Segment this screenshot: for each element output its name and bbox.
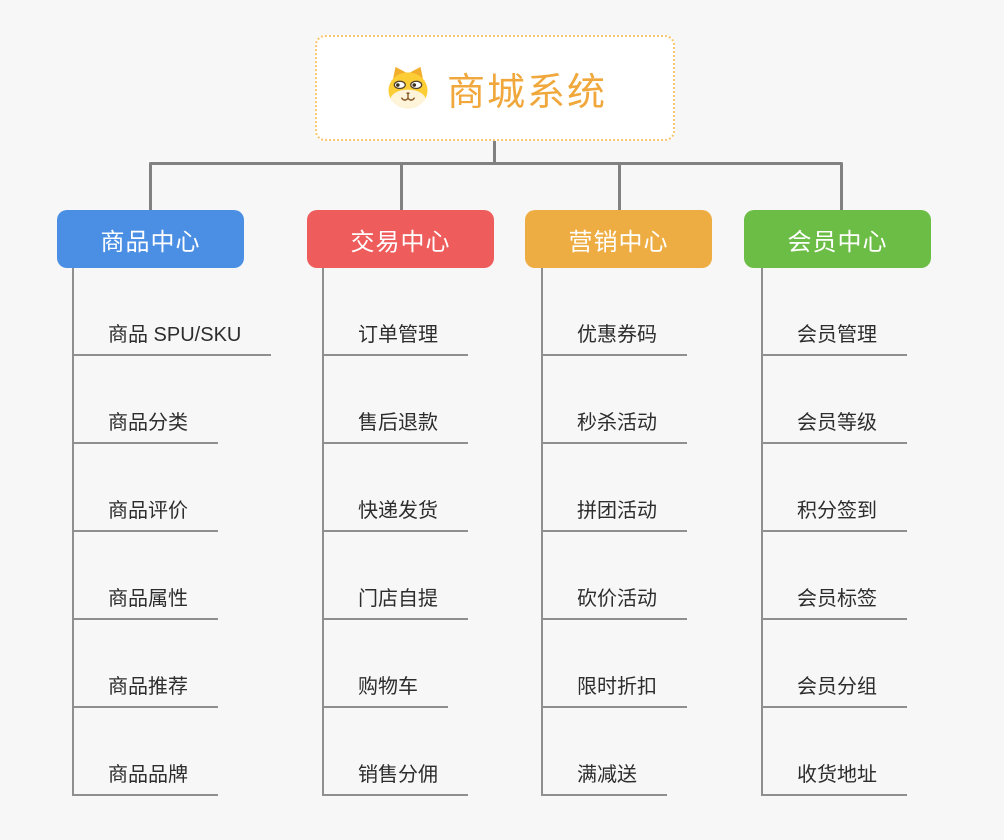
node-member-address[interactable]: 收货地址 bbox=[763, 708, 907, 796]
branch-trade-items: 订单管理 售后退款 快递发货 门店自提 购物车 销售分佣 bbox=[322, 268, 468, 796]
node-product-spu-sku[interactable]: 商品 SPU/SKU bbox=[74, 268, 272, 356]
node-trade-pickup[interactable]: 门店自提 bbox=[324, 532, 468, 620]
node-marketing-group[interactable]: 拼团活动 bbox=[543, 444, 687, 532]
node-product-category[interactable]: 商品分类 bbox=[74, 356, 218, 444]
node-member-tags[interactable]: 会员标签 bbox=[763, 532, 907, 620]
node-product-review[interactable]: 商品评价 bbox=[74, 444, 218, 532]
node-marketing-bargain[interactable]: 砍价活动 bbox=[543, 532, 687, 620]
node-member-groups[interactable]: 会员分组 bbox=[763, 620, 907, 708]
node-member-level[interactable]: 会员等级 bbox=[763, 356, 907, 444]
node-trade-shipping[interactable]: 快递发货 bbox=[324, 444, 468, 532]
node-member-points[interactable]: 积分签到 bbox=[763, 444, 907, 532]
connector-drop-member bbox=[840, 163, 843, 210]
connector-root-stub bbox=[493, 140, 496, 164]
node-member-manage[interactable]: 会员管理 bbox=[763, 268, 907, 356]
node-product-brand[interactable]: 商品品牌 bbox=[74, 708, 218, 796]
node-marketing-discount[interactable]: 限时折扣 bbox=[543, 620, 687, 708]
node-trade-orders[interactable]: 订单管理 bbox=[324, 268, 468, 356]
node-product-attr[interactable]: 商品属性 bbox=[74, 532, 218, 620]
branch-header-trade[interactable]: 交易中心 bbox=[307, 210, 494, 268]
node-trade-refund[interactable]: 售后退款 bbox=[324, 356, 468, 444]
branch-product-items: 商品 SPU/SKU 商品分类 商品评价 商品属性 商品推荐 商品品牌 bbox=[72, 268, 272, 796]
root-title: 商城系统 bbox=[446, 71, 607, 114]
dog-icon bbox=[383, 63, 433, 113]
connector-drop-marketing bbox=[618, 163, 621, 210]
node-trade-commission[interactable]: 销售分佣 bbox=[324, 708, 468, 796]
branch-header-marketing[interactable]: 营销中心 bbox=[525, 210, 712, 268]
branch-marketing-items: 优惠券码 秒杀活动 拼团活动 砍价活动 限时折扣 满减送 bbox=[541, 268, 687, 796]
node-marketing-fullgift[interactable]: 满减送 bbox=[543, 708, 667, 796]
node-marketing-coupon[interactable]: 优惠券码 bbox=[543, 268, 687, 356]
connector-bus bbox=[149, 162, 843, 165]
root-node[interactable]: 商城系统 bbox=[315, 35, 675, 141]
branch-member-items: 会员管理 会员等级 积分签到 会员标签 会员分组 收货地址 bbox=[761, 268, 907, 796]
node-trade-cart[interactable]: 购物车 bbox=[324, 620, 448, 708]
branch-header-member[interactable]: 会员中心 bbox=[744, 210, 931, 268]
connector-drop-trade bbox=[400, 163, 403, 210]
node-product-recommend[interactable]: 商品推荐 bbox=[74, 620, 218, 708]
node-marketing-flashsale[interactable]: 秒杀活动 bbox=[543, 356, 687, 444]
connector-drop-product bbox=[149, 163, 152, 210]
branch-header-product[interactable]: 商品中心 bbox=[57, 210, 244, 268]
